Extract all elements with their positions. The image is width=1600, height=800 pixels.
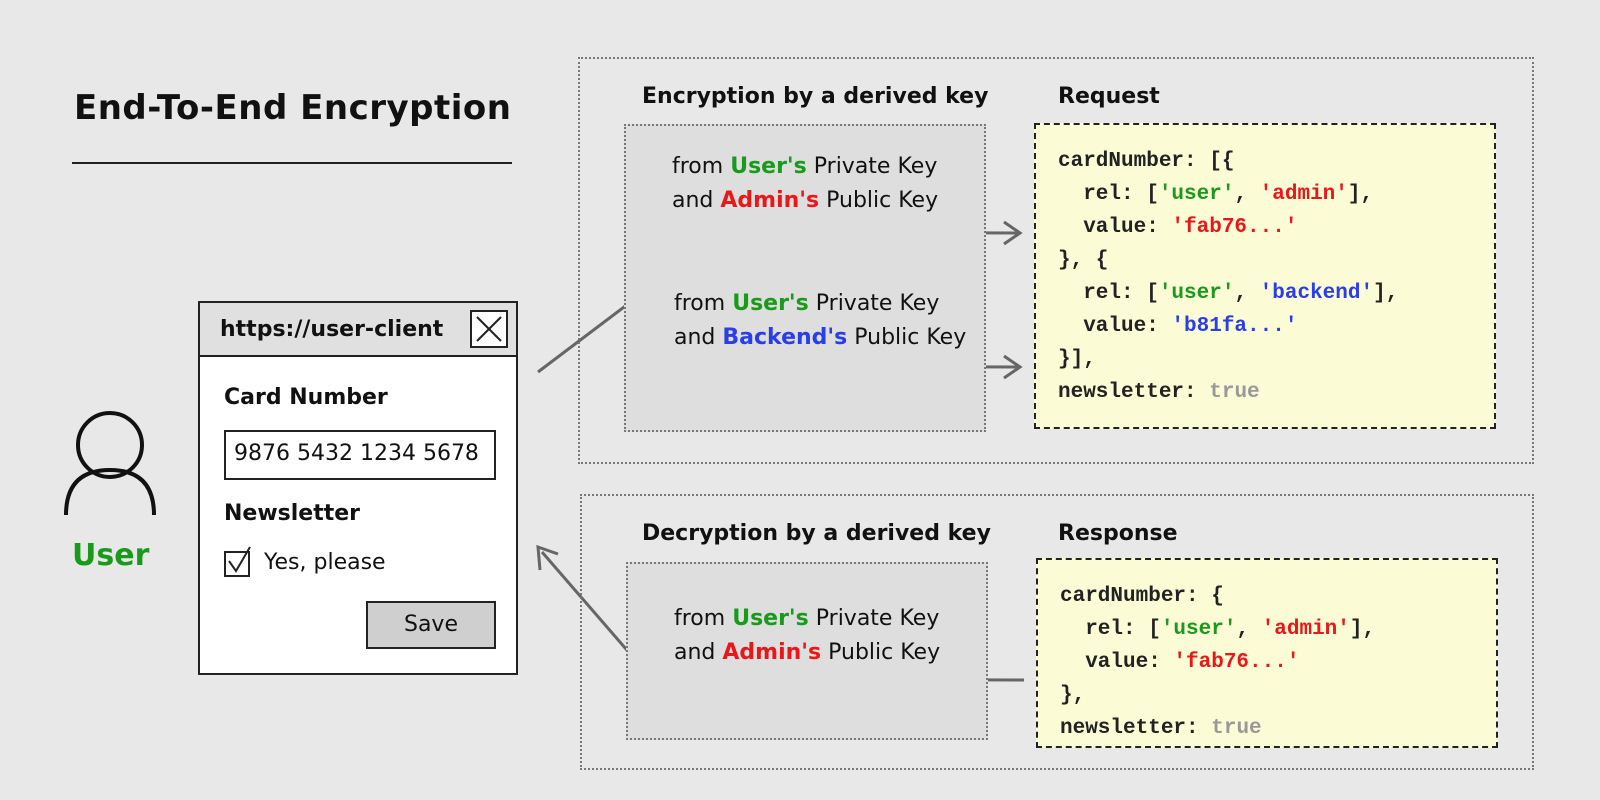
window-url: https://user-client: [220, 317, 444, 342]
client-to-encryption-line: [537, 296, 637, 374]
card-number-label: Card Number: [224, 385, 388, 410]
arrowhead-icon: [536, 544, 559, 571]
response-code-line: cardNumber: {: [1060, 585, 1224, 608]
encryption-key-admin: from User's Private Key and Admin's Publ…: [672, 154, 939, 213]
check-icon: [228, 546, 251, 573]
request-code-block: cardNumber: [{ rel: ['user', 'admin'], v…: [1034, 123, 1496, 429]
arrowhead-icon: [1003, 220, 1023, 246]
window-titlebar: https://user-client: [200, 303, 516, 357]
request-code-line: rel: ['user', 'backend'],: [1058, 282, 1399, 305]
encryption-key-backend: from User's Private Key and Backend's Pu…: [674, 291, 967, 350]
request-title: Request: [1058, 84, 1160, 109]
request-code-line: rel: ['user', 'admin'],: [1058, 183, 1374, 206]
close-button[interactable]: [470, 310, 508, 348]
newsletter-checkbox-label: Yes, please: [264, 550, 386, 575]
request-code-line: }],: [1058, 348, 1096, 371]
card-number-input[interactable]: 9876 5432 1234 5678: [224, 430, 496, 480]
newsletter-label: Newsletter: [224, 501, 361, 526]
save-button[interactable]: Save: [366, 601, 496, 649]
decryption-keys-box: [626, 562, 988, 740]
request-code-line: value: 'b81fa...': [1058, 315, 1298, 338]
response-code-line: value: 'fab76...': [1060, 651, 1300, 674]
response-code-line: newsletter: true: [1060, 717, 1262, 740]
encryption-panel: [578, 57, 1534, 464]
request-code-line: }, {: [1058, 249, 1109, 272]
response-code-line: },: [1060, 684, 1086, 707]
response-title: Response: [1058, 521, 1178, 546]
request-code-line: value: 'fab76...': [1058, 216, 1298, 239]
request-code-line: newsletter: true: [1058, 381, 1260, 404]
response-code-block: cardNumber: { rel: ['user', 'admin'], va…: [1036, 558, 1498, 748]
newsletter-checkbox[interactable]: [224, 546, 251, 577]
decryption-title: Decryption by a derived key: [642, 521, 991, 546]
encryption-keys-box: [624, 124, 986, 432]
close-icon: [476, 316, 502, 342]
response-code-line: rel: ['user', 'admin'],: [1060, 618, 1376, 641]
encryption-title: Encryption by a derived key: [642, 84, 989, 109]
user-icon: [64, 411, 156, 516]
page-title: End-To-End Encryption: [74, 88, 512, 128]
title-underline: [72, 162, 512, 164]
arrowhead-icon: [1003, 354, 1023, 380]
user-label: User: [72, 538, 150, 573]
decryption-key-admin: from User's Private Key and Admin's Publ…: [674, 606, 941, 665]
request-code-line: cardNumber: [{: [1058, 150, 1235, 173]
decryption-panel: [580, 494, 1534, 770]
client-window: https://user-client Card Number 9876 543…: [198, 301, 518, 675]
